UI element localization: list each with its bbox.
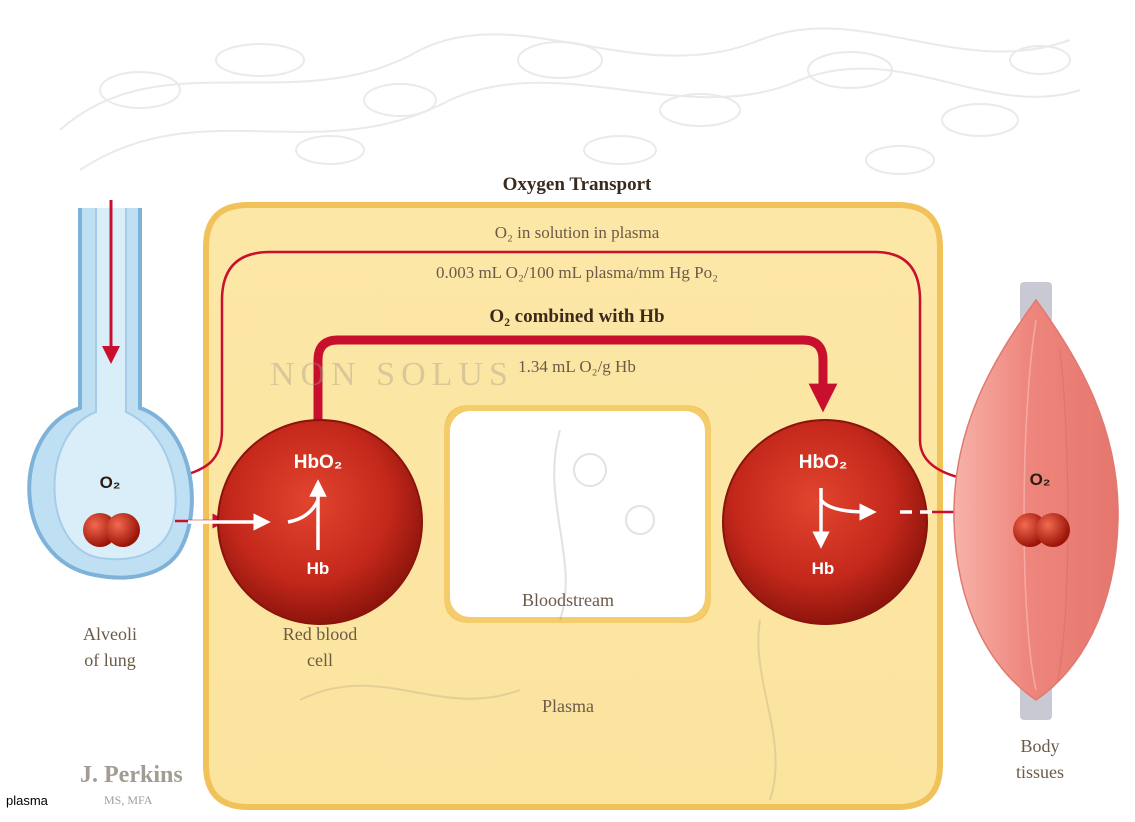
watermark-motto: NON SOLUS — [270, 356, 514, 393]
left-cell-hbo2-label: HbO₂ — [294, 452, 343, 473]
rbc-label-line1: Red blood — [283, 624, 358, 644]
hb-pathway-rate: 1.34 mL O₂/g Hb — [518, 357, 636, 376]
watermark-credentials: MS, MFA — [104, 793, 153, 807]
tissue-o2-label: O₂ — [1030, 470, 1051, 489]
body-tissue-muscle — [954, 282, 1118, 720]
left-cell-hb-label: Hb — [307, 559, 330, 578]
label-cover — [0, 565, 62, 822]
plasma-pathway-label: O₂ in solution in plasma — [495, 223, 660, 242]
plasma-label: Plasma — [542, 696, 594, 716]
bloodstream-label: Bloodstream — [522, 590, 614, 610]
right-cell-hbo2-label: HbO₂ — [799, 452, 848, 473]
alveoli-o2-label: O₂ — [100, 473, 121, 492]
background-foliage-watermark — [60, 28, 1080, 174]
o2-molecule-icon — [83, 513, 140, 547]
plasma-pathway-rate: 0.003 mL O₂/100 mL plasma/mm Hg Po₂ — [436, 263, 718, 282]
hb-pathway-label: O₂ combined with Hb — [489, 306, 664, 327]
diagram-title: Oxygen Transport — [503, 174, 652, 195]
alveoli-label-line1: Alveoli — [83, 624, 137, 644]
right-cell-hb-label: Hb — [812, 559, 835, 578]
tissue-o2-molecule-icon — [1013, 513, 1070, 547]
alveoli-label-line2: of lung — [84, 650, 136, 670]
watermark-name: J. Perkins — [80, 762, 183, 788]
corner-caption: plasma — [6, 793, 49, 808]
red-blood-cell-right — [723, 420, 927, 624]
tissue-label-line1: Body — [1020, 736, 1059, 756]
tissue-label-line2: tissues — [1016, 762, 1064, 782]
rbc-label-line2: cell — [307, 650, 333, 670]
